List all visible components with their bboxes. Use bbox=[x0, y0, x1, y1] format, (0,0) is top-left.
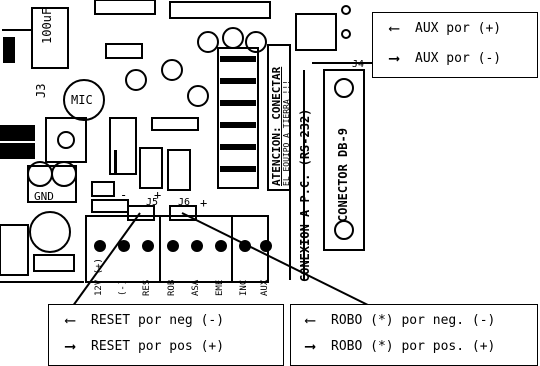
jumper-minus-mark: - bbox=[120, 188, 128, 202]
arrow-left-icon: ⟵ bbox=[65, 311, 75, 329]
terminal-label-12v: 12V (+) bbox=[94, 258, 104, 296]
connector-text: CONECTOR DB-9 bbox=[336, 128, 350, 222]
label-100uf: 100uF bbox=[40, 7, 54, 44]
terminal-label-res: RES bbox=[142, 279, 152, 296]
arrow-right-icon: ⟶ bbox=[305, 337, 315, 355]
jumper-plus-mark-2: + bbox=[200, 196, 208, 210]
mic-outline bbox=[63, 79, 105, 121]
aux-option-positive-label: AUX por (+) bbox=[415, 21, 502, 36]
warning-text-line2: EL EQUIPO A TIERRA !!! bbox=[282, 80, 291, 186]
aux-callout: ⟵ AUX por (+) ⟶ AUX por (-) bbox=[372, 12, 538, 78]
aux-option-negative: ⟶ AUX por (-) bbox=[381, 49, 502, 67]
label-mic: MIC bbox=[71, 93, 93, 107]
robo-option-negative: ⟵ ROBO (*) por neg. (-) bbox=[297, 311, 496, 329]
reset-option-negative-label: RESET por neg (-) bbox=[91, 313, 225, 328]
robo-option-negative-label: ROBO (*) por neg. (-) bbox=[331, 313, 496, 328]
arrow-left-icon: ⟵ bbox=[305, 311, 315, 329]
label-j3: J3 bbox=[34, 83, 48, 98]
label-j5: J5 bbox=[146, 197, 159, 208]
reset-option-positive-label: RESET por pos (+) bbox=[91, 339, 225, 354]
terminal-label-minus: (-) bbox=[118, 279, 128, 296]
reset-option-positive: ⟶ RESET por pos (+) bbox=[57, 337, 225, 355]
label-gnd: GND bbox=[34, 190, 54, 203]
label-j6: J6 bbox=[178, 197, 191, 208]
aux-option-positive: ⟵ AUX por (+) bbox=[381, 19, 502, 37]
reset-callout: ⟵ RESET por neg (-) ⟶ RESET por pos (+) bbox=[48, 304, 284, 366]
terminal-label-aux: AUX bbox=[260, 279, 270, 296]
regulator-outline bbox=[45, 117, 87, 163]
terminal-label-eme: EME bbox=[215, 279, 225, 296]
terminal-label-asa: ASA bbox=[191, 279, 201, 296]
jumper-plus-mark: + bbox=[154, 188, 162, 202]
terminal-label-rob: ROB bbox=[167, 279, 177, 296]
reset-option-negative: ⟵ RESET por neg (-) bbox=[57, 311, 225, 329]
connection-text: CONEXION A P.C. (RS-232) bbox=[298, 108, 312, 282]
terminal-label-inc: INC bbox=[239, 279, 249, 296]
arrow-right-icon: ⟶ bbox=[389, 49, 399, 67]
capacitor-large-outline bbox=[29, 211, 71, 253]
robo-option-positive: ⟶ ROBO (*) por pos. (+) bbox=[297, 337, 496, 355]
robo-option-positive-label: ROBO (*) por pos. (+) bbox=[331, 339, 496, 354]
label-j4: J4 bbox=[352, 59, 365, 70]
arrow-left-icon: ⟵ bbox=[389, 19, 399, 37]
robo-callout: ⟵ ROBO (*) por neg. (-) ⟶ ROBO (*) por p… bbox=[290, 304, 538, 366]
arrow-right-icon: ⟶ bbox=[65, 337, 75, 355]
aux-option-negative-label: AUX por (-) bbox=[415, 51, 502, 66]
diode-array-outline bbox=[217, 47, 259, 189]
capacitor-100uf-outline bbox=[31, 7, 69, 69]
db9-connector-outline bbox=[323, 69, 365, 251]
